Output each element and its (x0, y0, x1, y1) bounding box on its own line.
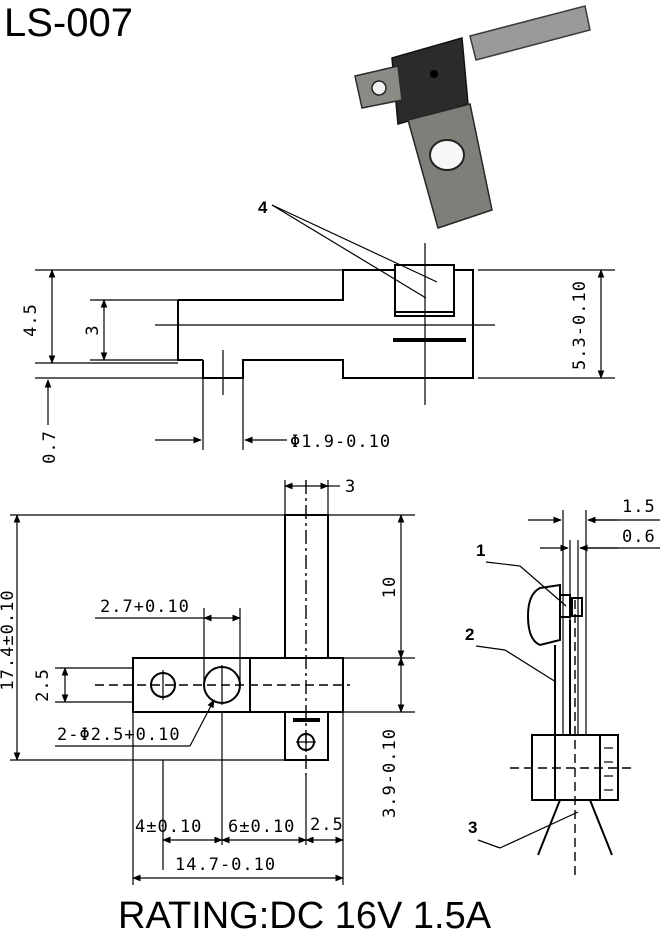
dim-height-overall: 4.5 (21, 303, 41, 337)
dim-lower-length: 3.9-0.10 (380, 728, 400, 818)
dim-slot-width: 2.7+0.10 (100, 597, 190, 617)
dim-right-height: 5.3-0.10 (570, 280, 590, 370)
dim-tab-thickness: 0.7 (40, 430, 60, 464)
dim-height-inner: 3 (83, 324, 103, 335)
dim-holes: 2-Φ2.5+0.10 (57, 725, 181, 745)
dim-outer-thickness: 1.5 (622, 497, 656, 517)
dim-arm-length: 10 (380, 576, 400, 598)
callout-4: 4 (258, 198, 268, 217)
model-title: LS-007 (4, 1, 133, 45)
rating-label: RATING:DC 16V 1.5A (118, 895, 492, 935)
dim-body-height: 2.5 (33, 668, 53, 702)
dim-inner-thickness: 0.6 (622, 527, 656, 547)
dim-arm-width: 3 (345, 477, 356, 497)
dim-overall-width: 14.7-0.10 (175, 855, 276, 875)
top-view: 3 10 17.4±0.10 2.5 2.7+0.10 2-Φ2.5+0.10 … (0, 477, 415, 885)
callout-2: 2 (465, 625, 474, 644)
dim-pitch-2: 6±0.10 (228, 817, 295, 837)
side-view: 4 4.5 3 0.7 5.3-0.10 Φ1.9-0.10 (21, 198, 615, 464)
end-view: 1.5 0.6 1 2 3 (465, 497, 660, 880)
product-photo (354, 5, 591, 229)
dim-overall-length: 17.4±0.10 (0, 589, 18, 690)
callout-1: 1 (476, 541, 485, 560)
dim-hole-diameter: Φ1.9-0.10 (290, 432, 391, 452)
callout-3: 3 (468, 818, 477, 837)
dim-pitch-1: 4±0.10 (135, 817, 202, 837)
dim-end-offset: 2.5 (310, 815, 344, 835)
